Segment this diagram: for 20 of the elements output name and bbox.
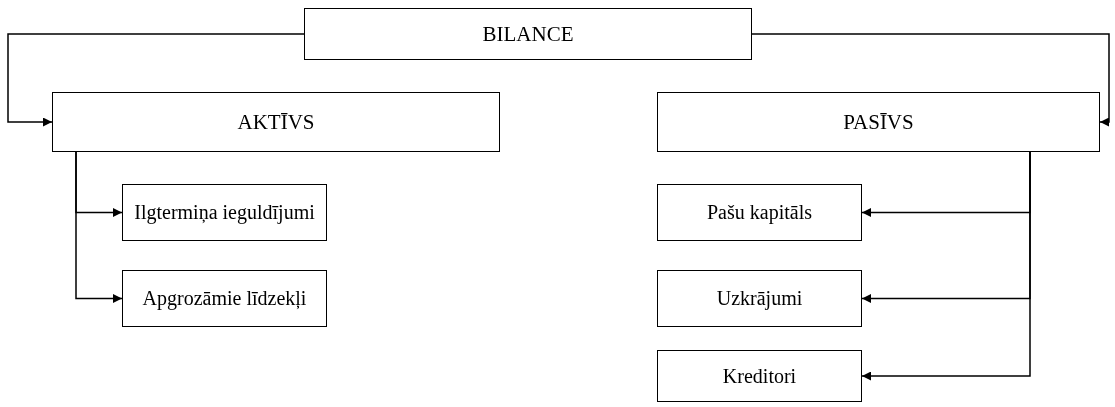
connector-arrow [861, 151, 1031, 381]
box-label: BILANCE [482, 21, 574, 47]
box-label: AKTĪVS [237, 109, 315, 135]
box-label: PASĪVS [843, 109, 914, 135]
process-box [122, 184, 327, 241]
process-box [657, 184, 862, 241]
process-box [657, 350, 862, 402]
process-box [657, 92, 1100, 152]
process-box [52, 92, 500, 152]
process-box [304, 8, 752, 60]
box-label: Apgrozāmie līdzekļi [142, 287, 307, 310]
connector-arrow [751, 33, 1110, 127]
connector-arrow [7, 33, 305, 127]
box-label: Kreditori [722, 364, 797, 388]
connector-arrow [75, 151, 123, 303]
process-box [122, 270, 327, 327]
box-label: Pašu kapitāls [707, 201, 812, 224]
process-box [657, 270, 862, 327]
box-label: Uzkrājumi [716, 287, 803, 310]
box-label: Ilgtermiņa ieguldījumi [134, 201, 315, 224]
